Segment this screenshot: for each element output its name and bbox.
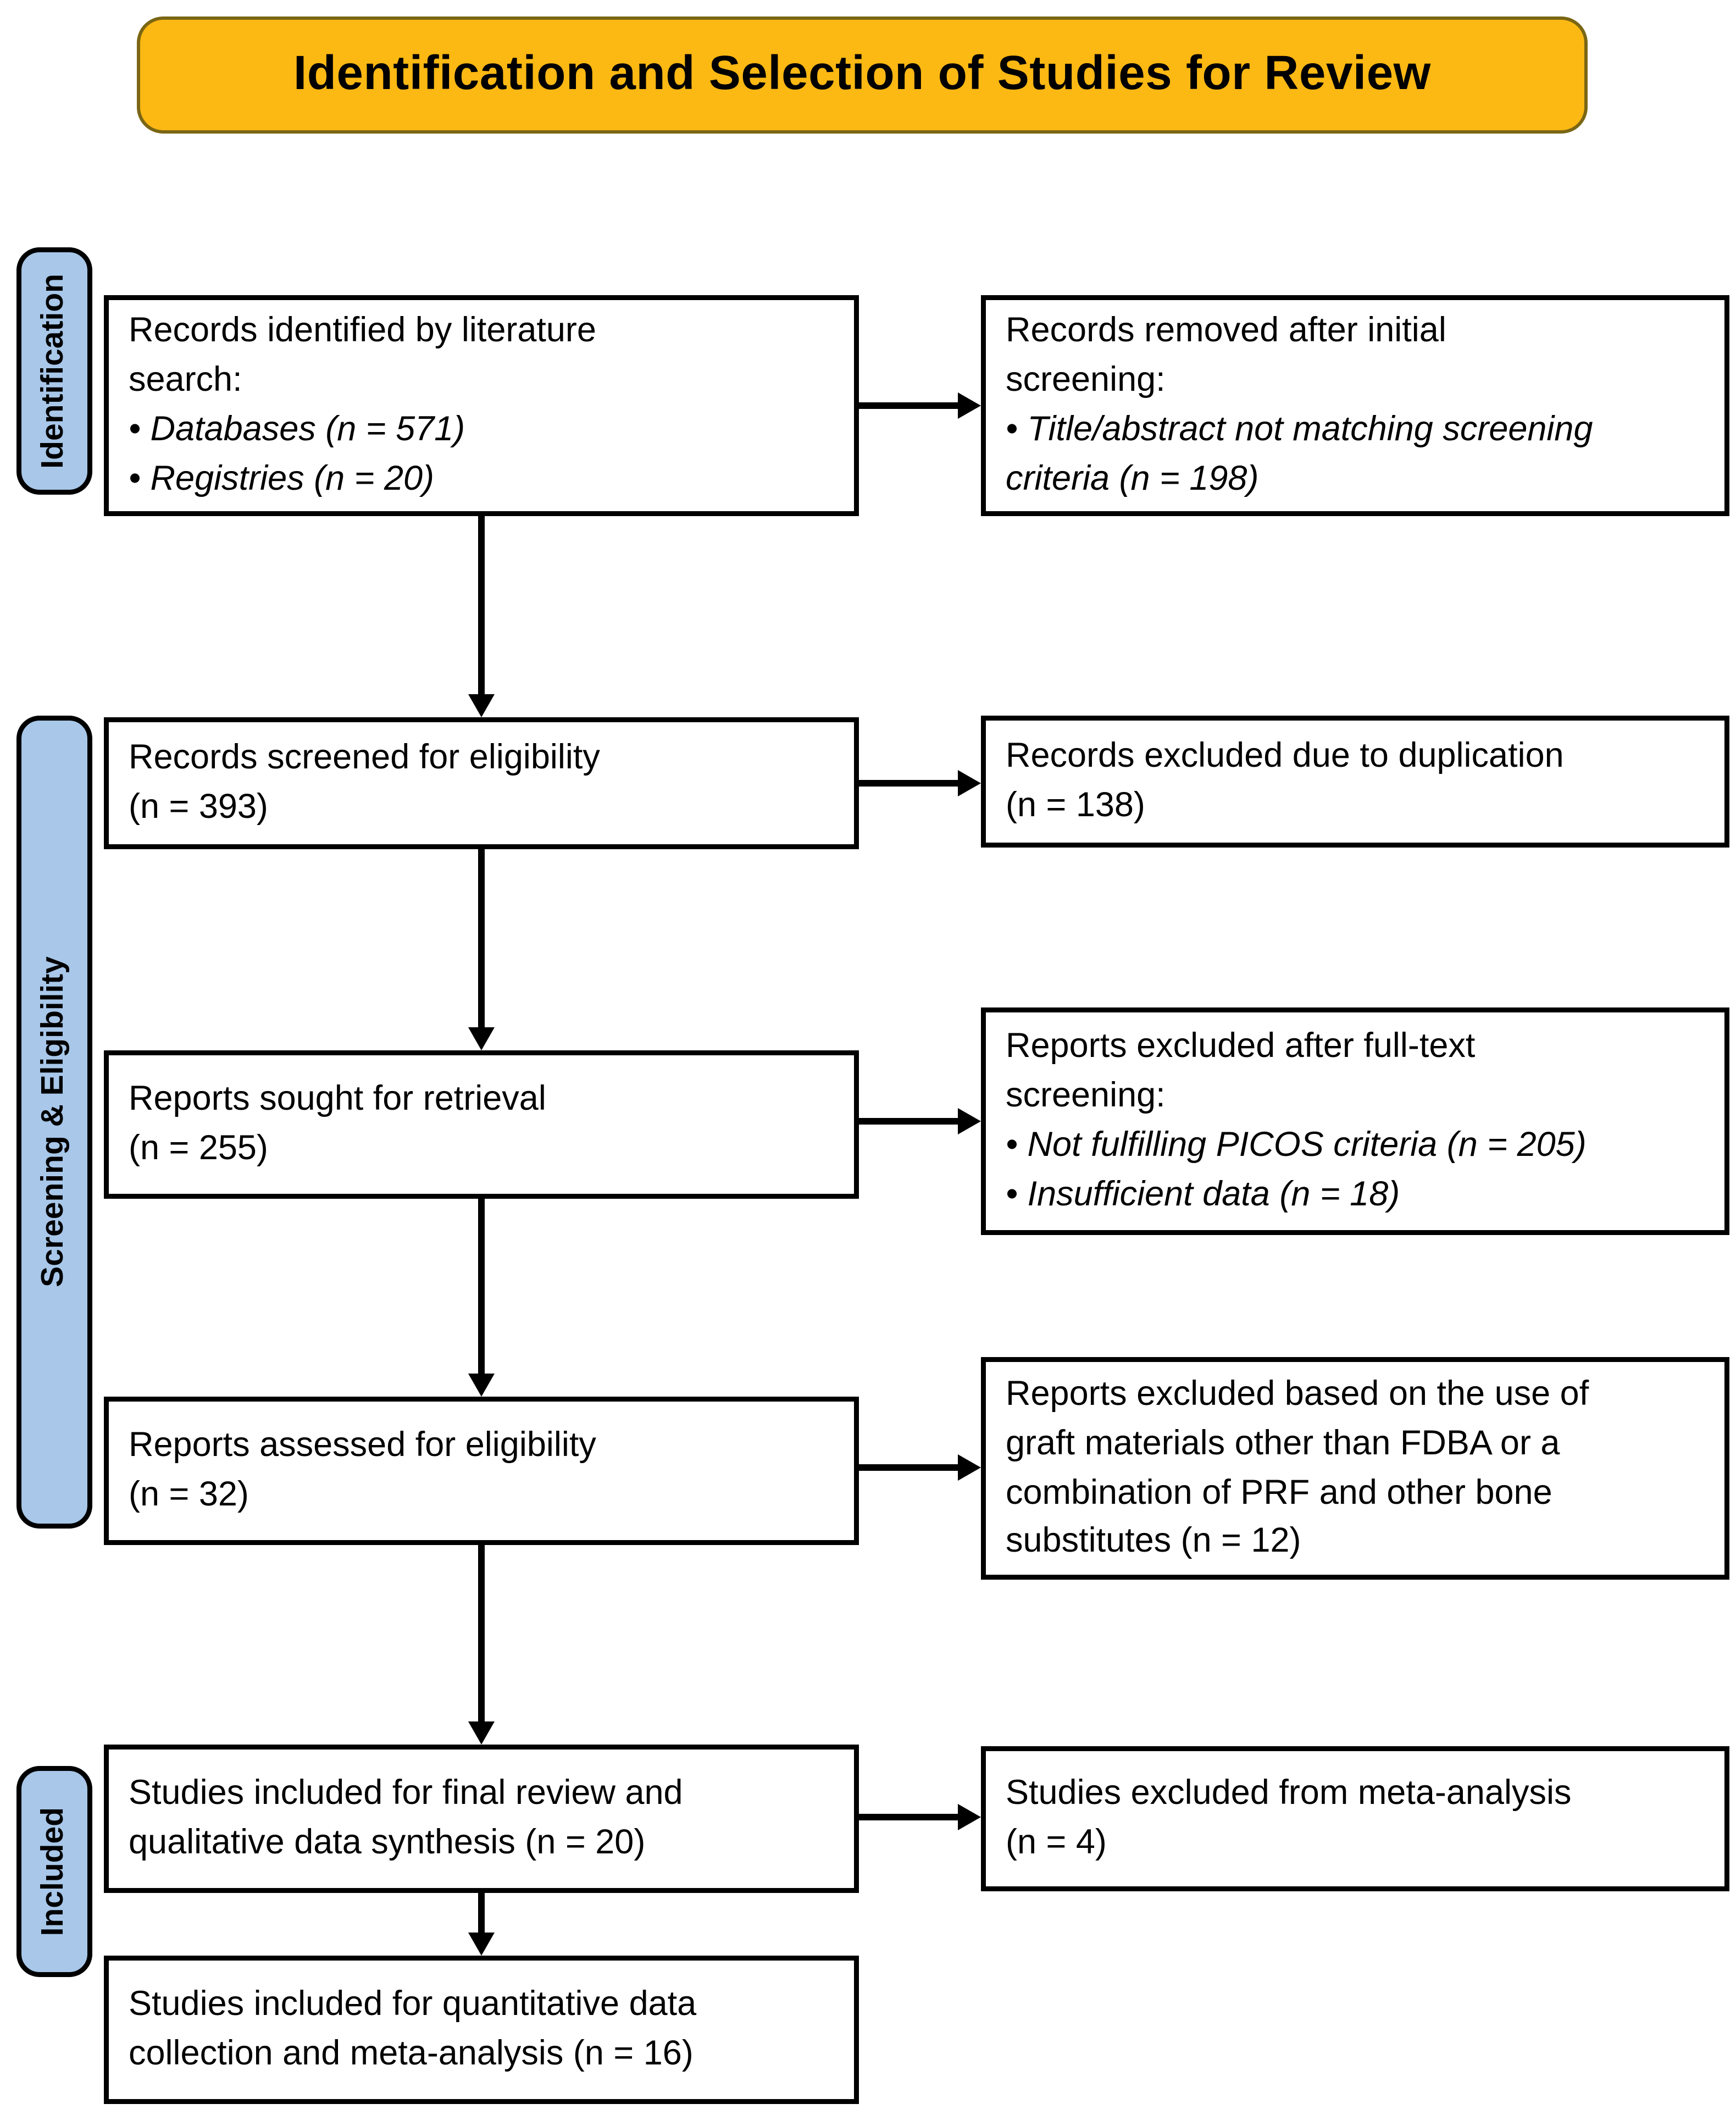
arrow-included-review-to-meta [468, 1893, 495, 1956]
box-heading: Records removed after initial screening: [1006, 312, 1446, 400]
bullet-item: • Registries (n = 20) [129, 459, 435, 498]
box-text: Studies included for final review and qu… [129, 1774, 683, 1862]
arrow-assessed-to-excluded-graft [859, 1454, 981, 1481]
stage-label-text: Included [36, 1807, 71, 1936]
arrow-screened-to-excluded-duplication [859, 770, 981, 796]
box-heading: Records identified by literature search: [129, 312, 596, 400]
box-text: Studies included for quantitative data c… [129, 1985, 697, 2073]
box-studies-excluded-meta-analysis: Studies excluded from meta-analysis (n =… [981, 1746, 1729, 1891]
arrow-sought-to-excluded-fulltext [859, 1108, 981, 1134]
box-reports-sought: Reports sought for retrieval (n = 255) [104, 1050, 859, 1199]
box-records-removed-initial-screening: Records removed after initial screening:… [981, 295, 1729, 516]
box-text: Records excluded due to duplication (n =… [1006, 737, 1564, 824]
box-heading: Reports excluded after full-text screeni… [1006, 1028, 1476, 1115]
box-text: Studies excluded from meta-analysis (n =… [1006, 1774, 1572, 1862]
bullet-item: • Insufficient data (n = 18) [1006, 1175, 1400, 1214]
arrow-included-review-to-excluded-meta [859, 1804, 981, 1830]
arrow-identified-to-removed [859, 392, 981, 419]
box-reports-excluded-graft-materials: Reports excluded based on the use of gra… [981, 1357, 1729, 1580]
box-text: Reports sought for retrieval (n = 255) [129, 1080, 546, 1167]
box-studies-included-review: Studies included for final review and qu… [104, 1745, 859, 1893]
box-reports-assessed: Reports assessed for eligibility (n = 32… [104, 1397, 859, 1545]
bullet-item: • Not fulfilling PICOS criteria (n = 205… [1006, 1126, 1587, 1164]
bullet-item: • Title/abstract not matching screening … [1006, 411, 1593, 498]
arrow-assessed-to-included-review [468, 1545, 495, 1745]
box-studies-included-meta-analysis: Studies included for quantitative data c… [104, 1956, 859, 2104]
box-text: Reports excluded based on the use of gra… [1006, 1375, 1589, 1560]
diagram-title: Identification and Selection of Studies … [293, 48, 1431, 101]
stage-label-screening-eligibility: Screening & Eligibility [16, 716, 92, 1529]
arrow-sought-to-assessed [468, 1199, 495, 1397]
stage-label-identification: Identification [16, 247, 92, 495]
arrow-screened-to-sought [468, 849, 495, 1050]
stage-label-included: Included [16, 1766, 92, 1977]
box-records-excluded-duplication: Records excluded due to duplication (n =… [981, 716, 1729, 848]
stage-label-text: Identification [36, 273, 71, 469]
box-records-screened: Records screened for eligibility (n = 39… [104, 717, 859, 849]
box-text: Records screened for eligibility (n = 39… [129, 739, 600, 826]
stage-label-text: Screening & Eligibility [36, 956, 71, 1288]
bullet-item: • Databases (n = 571) [129, 411, 465, 449]
title-banner: Identification and Selection of Studies … [137, 16, 1588, 134]
box-reports-excluded-fulltext: Reports excluded after full-text screeni… [981, 1007, 1729, 1235]
arrow-identified-to-screened [468, 516, 495, 717]
box-records-identified: Records identified by literature search:… [104, 295, 859, 516]
box-text: Reports assessed for eligibility (n = 32… [129, 1426, 596, 1514]
